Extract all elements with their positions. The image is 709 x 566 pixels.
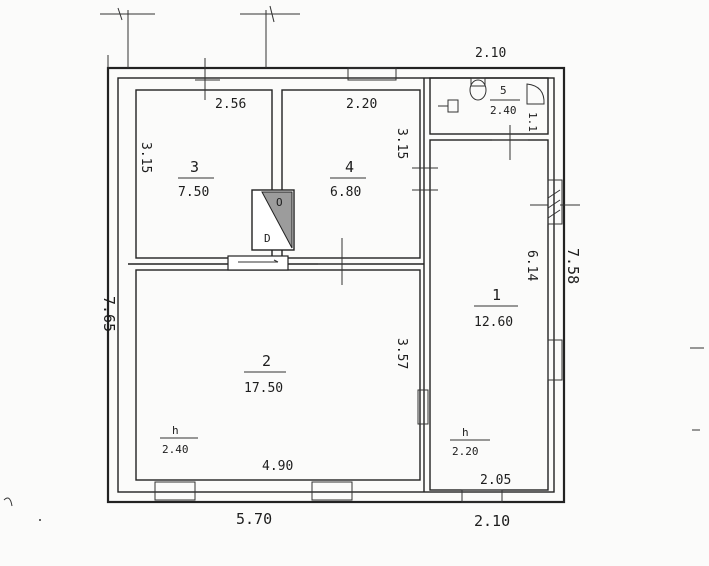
room-4-area: 6.80 (330, 185, 361, 200)
dim-bottom-right-width: 2.10 (474, 512, 510, 530)
height-2-value: 2.40 (162, 443, 189, 456)
room-1-number: 1 (492, 286, 501, 304)
room-1-area: 12.60 (474, 315, 513, 330)
dim-room1-height: 6.14 (524, 250, 539, 281)
stairs-mark (547, 189, 561, 219)
room-1-label: 1 12.60 (474, 286, 518, 330)
dim-room3-height: 3.15 (138, 142, 153, 173)
height-1-symbol: h (462, 426, 469, 439)
dim-room2-width: 4.90 (262, 459, 293, 474)
openings (154, 58, 580, 503)
room-4-number: 4 (345, 158, 354, 176)
dim-room1-width: 2.05 (480, 473, 511, 488)
stray-marks (3, 347, 704, 521)
room-3-number: 3 (190, 158, 199, 176)
room-2-number: 2 (262, 352, 271, 370)
interior-walls (128, 77, 549, 492)
height-label-room-2: h 2.40 (160, 424, 198, 456)
height-1-value: 2.20 (452, 445, 479, 458)
stove: O D (227, 189, 295, 271)
stove-label-lower: D (264, 232, 271, 245)
room-2-label: 2 17.50 (244, 352, 286, 396)
stove-label-upper: O (276, 196, 283, 209)
room-3-area: 7.50 (178, 185, 209, 200)
dim-bottom-width: 5.70 (236, 510, 272, 528)
room-3-label: 3 7.50 (178, 158, 214, 200)
dim-right-height: 7.58 (564, 248, 582, 284)
height-label-room-1: h 2.20 (450, 426, 490, 458)
room-4-label: 4 6.80 (330, 158, 366, 200)
dim-room5-height: 1.1 (526, 112, 539, 132)
height-2-symbol: h (172, 424, 179, 437)
outer-walls (106, 66, 566, 504)
room-2-area: 17.50 (244, 381, 283, 396)
dim-room4-height: 3.15 (394, 128, 409, 159)
room-5-label: 5 2.40 (490, 84, 520, 117)
dim-total-height: 7.65 (100, 296, 118, 332)
entrance-marks (100, 5, 300, 68)
bathroom-fixtures (438, 77, 545, 113)
dimensions: 2.10 2.56 2.20 4.90 2.05 5.70 2.10 7.65 … (100, 46, 582, 530)
room-5-area: 2.40 (490, 104, 517, 117)
dim-room4-width: 2.20 (346, 97, 377, 112)
dim-top-right-width: 2.10 (475, 46, 506, 61)
dim-room3-width: 2.56 (215, 97, 246, 112)
room-5-number: 5 (500, 84, 507, 97)
dim-room2-height: 3.57 (394, 338, 409, 369)
